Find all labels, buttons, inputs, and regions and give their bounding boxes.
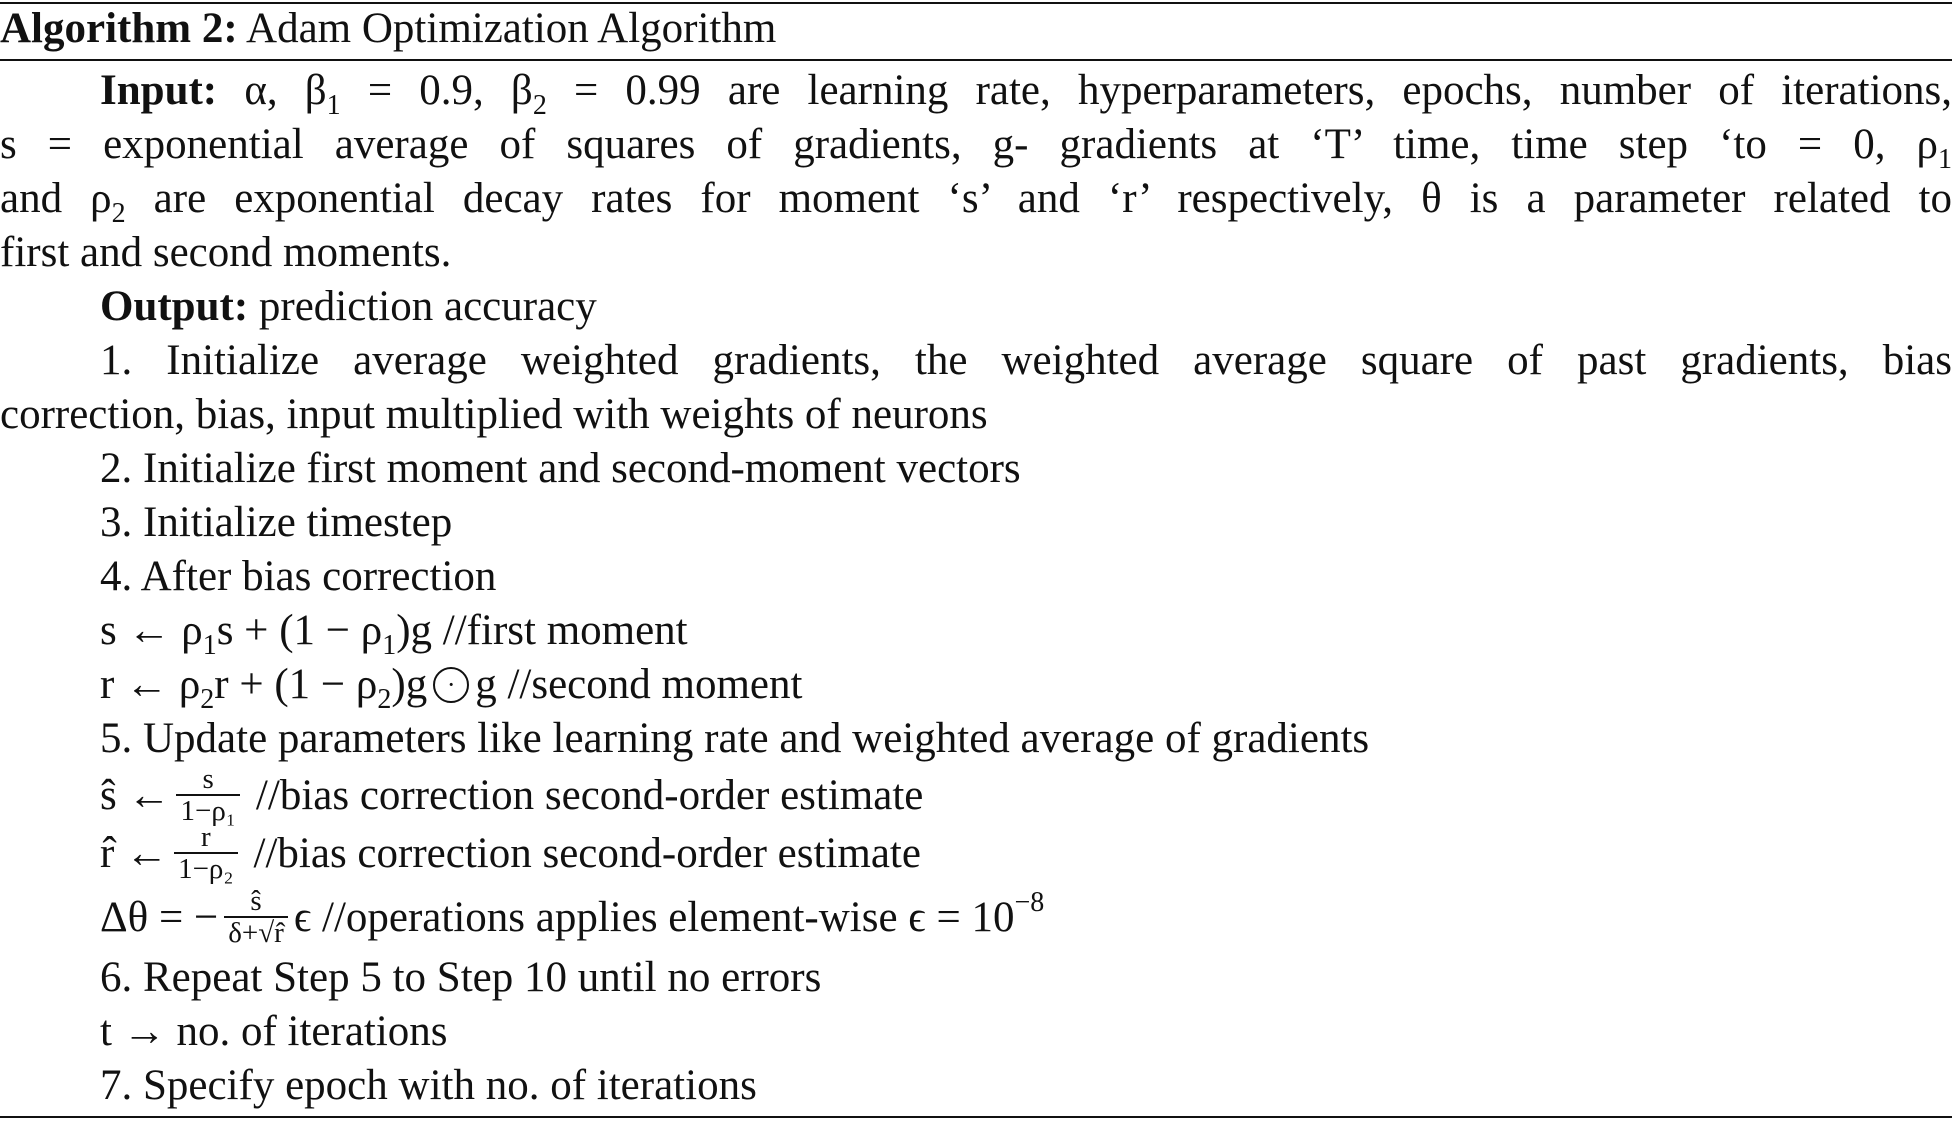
step-text: 4. After bias correction: [100, 553, 497, 600]
equation-text: s + (1 − ρ: [216, 607, 383, 654]
step-3: 3. Initialize timestep: [100, 496, 1952, 550]
input-text: first and second moments.: [0, 229, 452, 276]
step-text: 1. Initialize average weighted gradients…: [100, 337, 1952, 384]
fraction-numerator: r: [174, 822, 238, 854]
input-label: Input:: [100, 67, 218, 114]
step-text: 3. Initialize timestep: [100, 499, 453, 546]
input-text: s = exponential average of squares of gr…: [0, 121, 1938, 168]
step-1-line-2: correction, bias, input multiplied with …: [0, 388, 1952, 442]
input-text: are exponential decay rates for moment ‘…: [125, 175, 1952, 222]
equation-text: r + (1 − ρ: [214, 661, 378, 708]
equation-text: g //second moment: [475, 661, 803, 708]
input-line-2: s = exponential average of squares of gr…: [0, 118, 1952, 175]
input-text: = 0.99 are learning rate, hyperparameter…: [546, 67, 1952, 114]
subscript: 1: [382, 630, 397, 661]
header-rule: [0, 59, 1952, 61]
equation-text: ŝ ←: [100, 771, 171, 819]
step-6: 6. Repeat Step 5 to Step 10 until no err…: [100, 951, 1952, 1005]
rho2-subscript: 2: [111, 198, 126, 229]
top-rule: [0, 2, 1952, 4]
subscript: 2: [200, 684, 215, 715]
input-line-4: first and second moments.: [0, 226, 1952, 280]
algorithm-title: Adam Optimization Algorithm: [246, 5, 777, 52]
output-line: Output: prediction accuracy: [100, 280, 1952, 334]
beta1-subscript: 1: [326, 90, 341, 121]
equation-text: r ← ρ: [100, 661, 201, 708]
fraction-numerator: ŝ: [224, 886, 288, 918]
step-text: 5. Update parameters like learning rate …: [100, 715, 1370, 762]
subscript: 2: [377, 684, 392, 715]
equation-first-moment: s ← ρ1s + (1 − ρ1)g //first moment: [100, 604, 1952, 661]
step-text: correction, bias, input multiplied with …: [0, 391, 988, 438]
equation-text: Δθ = −: [100, 893, 219, 941]
equation-comment: //bias correction second-order estimate: [255, 771, 924, 819]
fraction-denominator: 1−ρ₁: [180, 795, 236, 827]
beta2-subscript: 2: [532, 90, 547, 121]
rho1-subscript: 1: [1938, 144, 1952, 175]
step-text: 2. Initialize first moment and second-mo…: [100, 445, 1021, 492]
input-text: α, β: [244, 67, 327, 114]
fraction-denominator: 1−ρ₂: [178, 853, 234, 885]
equation-text: r̂ ←: [100, 829, 169, 877]
step-text: t → no. of iterations: [100, 1008, 448, 1055]
input-line-3: and ρ2 are exponential decay rates for m…: [0, 172, 1952, 229]
subscript: 1: [202, 630, 217, 661]
equation-text: )g: [391, 661, 428, 708]
equation-text: ϵ //operations applies element-wise ϵ = …: [293, 893, 1015, 941]
output-label: Output:: [100, 283, 249, 330]
equation-text: )g //first moment: [396, 607, 688, 654]
step-2: 2. Initialize first moment and second-mo…: [100, 442, 1952, 496]
step-7: 7. Specify epoch with no. of iterations: [100, 1059, 1952, 1113]
fraction-numerator: s: [176, 764, 240, 796]
equation-text: s ← ρ: [100, 607, 203, 654]
algorithm-header: Algorithm 2: Adam Optimization Algorithm: [0, 2, 1952, 56]
output-text: prediction accuracy: [248, 283, 597, 330]
input-line-1: Input: α, β1 = 0.9, β2 = 0.99 are learni…: [100, 64, 1952, 121]
step-5: 5. Update parameters like learning rate …: [100, 712, 1952, 766]
step-1-line-1: 1. Initialize average weighted gradients…: [100, 334, 1952, 388]
step-text: 6. Repeat Step 5 to Step 10 until no err…: [100, 954, 822, 1001]
equation-second-moment: r ← ρ2r + (1 − ρ2)g·g //second moment: [100, 658, 1952, 715]
input-text: and ρ: [0, 175, 112, 222]
exponent: −8: [1014, 886, 1045, 918]
fraction-denominator: δ+√r̂: [228, 917, 284, 949]
equation-comment: //bias correction second-order estimate: [253, 829, 921, 877]
step-4: 4. After bias correction: [100, 550, 1952, 604]
step-text: 7. Specify epoch with no. of iterations: [100, 1062, 757, 1109]
odot-operator-icon: ·: [433, 667, 470, 704]
bottom-rule: [0, 1116, 1952, 1118]
t-line: t → no. of iterations: [100, 1005, 1952, 1059]
input-text: = 0.9, β: [340, 67, 533, 114]
algorithm-label: Algorithm 2:: [0, 5, 238, 52]
